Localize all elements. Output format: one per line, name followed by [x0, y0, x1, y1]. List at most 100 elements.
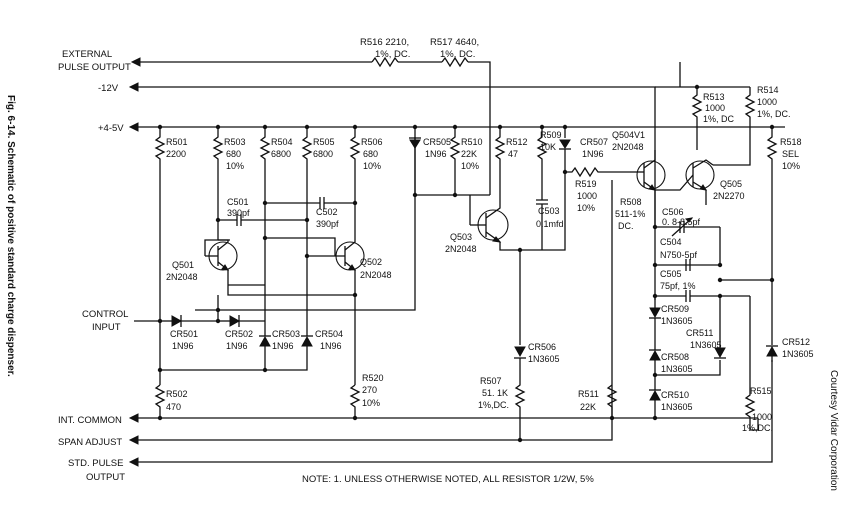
svg-text:10%: 10%	[577, 203, 595, 213]
svg-text:C503: C503	[538, 206, 560, 216]
svg-text:Q501: Q501	[172, 260, 194, 270]
svg-text:R519: R519	[575, 179, 597, 189]
svg-text:1%, DC.: 1%, DC.	[375, 49, 410, 60]
svg-text:1N3605: 1N3605	[782, 349, 814, 359]
svg-text:1N96: 1N96	[582, 149, 604, 159]
svg-text:C502: C502	[316, 207, 338, 217]
svg-text:R507: R507	[480, 376, 502, 386]
svg-text:1N96: 1N96	[226, 341, 248, 351]
svg-text:R518: R518	[780, 137, 802, 147]
svg-text:10%: 10%	[461, 161, 479, 171]
svg-text:1%,DC.: 1%,DC.	[742, 423, 773, 433]
svg-text:Q502: Q502	[360, 257, 382, 267]
svg-text:SEL: SEL	[782, 149, 799, 159]
svg-text:1N96: 1N96	[425, 149, 447, 159]
svg-text:CR509: CR509	[661, 304, 689, 314]
svg-text:75pf, 1%: 75pf, 1%	[660, 281, 696, 291]
svg-text:C505: C505	[660, 269, 682, 279]
svg-text:1N3605: 1N3605	[661, 402, 693, 412]
svg-text:Q503: Q503	[450, 232, 472, 242]
svg-text:470: 470	[166, 402, 181, 412]
svg-text:1N96: 1N96	[172, 341, 194, 351]
svg-text:6800: 6800	[271, 149, 291, 159]
right-stage	[630, 62, 778, 431]
svg-text:EXTERNAL: EXTERNAL	[62, 49, 112, 60]
resistor-note: NOTE: 1. UNLESS OTHERWISE NOTED, ALL RES…	[302, 474, 594, 485]
svg-text:1000: 1000	[752, 412, 772, 422]
svg-text:2200: 2200	[166, 149, 186, 159]
svg-text:10K: 10K	[540, 142, 556, 152]
svg-text:C506: C506	[662, 207, 684, 217]
neg12v-label: -12V	[98, 83, 119, 94]
svg-text:2N2048: 2N2048	[360, 270, 392, 280]
svg-text:R509: R509	[540, 130, 562, 140]
svg-text:CR512: CR512	[782, 337, 810, 347]
svg-text:22K: 22K	[461, 149, 477, 159]
svg-text:R512: R512	[506, 137, 528, 147]
svg-text:CR501: CR501	[170, 329, 198, 339]
svg-text:R501: R501	[166, 137, 188, 147]
svg-text:R502: R502	[166, 389, 188, 399]
external-pulse-output-label: EXTERNAL PULSE OUTPUT	[58, 49, 131, 73]
svg-text:1000: 1000	[577, 191, 597, 201]
svg-text:CR503: CR503	[272, 329, 300, 339]
svg-text:CR504: CR504	[315, 329, 343, 339]
figure-caption: Fig. 6-14. Schematic of positive standar…	[5, 95, 16, 377]
svg-text:C504: C504	[660, 237, 682, 247]
svg-text:PULSE OUTPUT: PULSE OUTPUT	[58, 62, 131, 73]
svg-text:1%, DC.: 1%, DC.	[757, 109, 791, 119]
svg-text:1%, DC.: 1%, DC.	[440, 49, 475, 60]
svg-text:1000: 1000	[757, 97, 777, 107]
svg-text:DC.: DC.	[618, 221, 634, 231]
svg-text:STD. PULSE: STD. PULSE	[68, 458, 123, 469]
svg-text:6800: 6800	[313, 149, 333, 159]
svg-text:R511: R511	[578, 389, 599, 399]
svg-text:CR507: CR507	[580, 137, 608, 147]
svg-text:0. 8-8.5pf: 0. 8-8.5pf	[662, 217, 701, 227]
svg-text:10%: 10%	[363, 161, 381, 171]
svg-text:R503: R503	[224, 137, 246, 147]
svg-text:CR511: CR511	[686, 328, 713, 338]
svg-text:511-1%: 511-1%	[615, 209, 645, 219]
svg-text:R506: R506	[361, 137, 383, 147]
component-labels: R516 2210, 1%, DC. R517 4640, 1%, DC. R5…	[166, 37, 814, 433]
svg-text:Q504V1: Q504V1	[612, 130, 645, 140]
svg-text:INPUT: INPUT	[92, 322, 121, 333]
svg-text:CR510: CR510	[661, 390, 689, 400]
svg-text:R510: R510	[461, 137, 483, 147]
svg-text:R508: R508	[620, 197, 642, 207]
svg-text:680: 680	[226, 149, 241, 159]
svg-text:680: 680	[363, 149, 378, 159]
svg-text:270: 270	[362, 385, 377, 395]
span-adjust-label: SPAN ADJUST	[58, 437, 122, 448]
svg-text:1N96: 1N96	[272, 341, 294, 351]
svg-text:1000: 1000	[705, 103, 725, 113]
svg-text:CR508: CR508	[661, 352, 689, 362]
svg-text:2N2048: 2N2048	[445, 244, 477, 254]
middle-stage	[409, 124, 630, 443]
svg-text:CR506: CR506	[528, 342, 556, 352]
svg-text:1N3605: 1N3605	[661, 364, 693, 374]
svg-text:R504: R504	[271, 137, 293, 147]
svg-text:N750-5pf: N750-5pf	[660, 250, 698, 260]
std-pulse-output-label: STD. PULSE OUTPUT	[68, 458, 125, 483]
svg-text:1%, DC: 1%, DC	[703, 114, 735, 124]
svg-text:22K: 22K	[580, 402, 596, 412]
svg-text:C501: C501	[227, 197, 249, 207]
svg-text:0.1mfd: 0.1mfd	[536, 219, 564, 229]
svg-text:10%: 10%	[362, 398, 380, 408]
svg-text:R515: R515	[750, 386, 772, 396]
svg-text:10%: 10%	[782, 161, 800, 171]
svg-text:2N2270: 2N2270	[713, 191, 745, 201]
svg-text:390pf: 390pf	[316, 219, 339, 229]
svg-text:1%,DC.: 1%,DC.	[478, 400, 509, 410]
svg-text:R513: R513	[703, 92, 725, 102]
svg-text:R505: R505	[313, 137, 335, 147]
svg-text:R520: R520	[362, 373, 384, 383]
svg-text:Q505: Q505	[720, 179, 742, 189]
svg-text:10%: 10%	[226, 161, 244, 171]
svg-text:2N2048: 2N2048	[612, 142, 644, 152]
svg-text:R517 4640,: R517 4640,	[430, 37, 479, 48]
